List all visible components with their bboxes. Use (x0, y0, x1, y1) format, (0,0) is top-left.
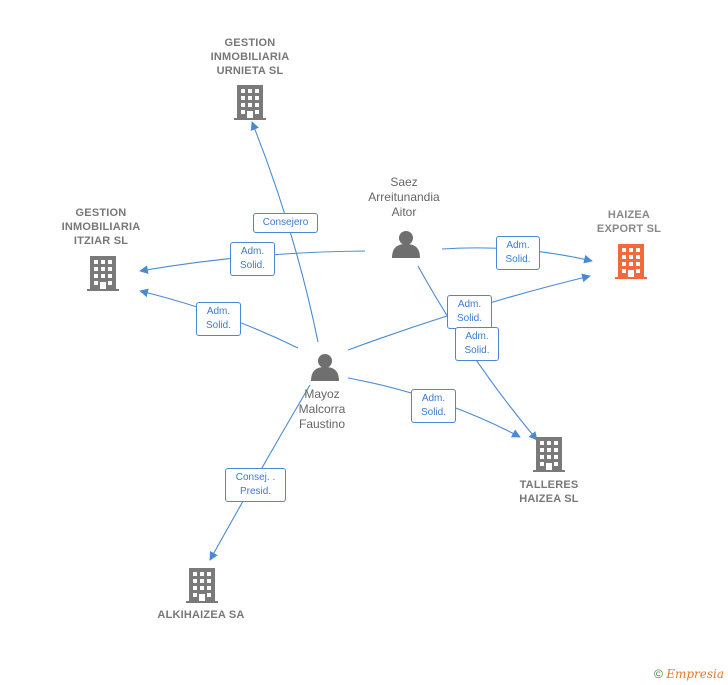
label-line: HAIZEA (607, 209, 651, 221)
edge-label-line: Adm. (465, 331, 489, 342)
node-label-gestion-urnieta[interactable]: GESTION INMOBILIARIA URNIETA SL (195, 36, 305, 78)
edge-label-line: Consejero (262, 217, 309, 228)
label-line: ITZIAR SL (73, 235, 129, 247)
building-icon[interactable] (533, 437, 565, 472)
person-icon[interactable] (392, 231, 420, 258)
label-line: Mayoz (304, 387, 340, 401)
node-label-saez[interactable]: Saez Arreitunandia Aitor (354, 175, 454, 220)
label-line: Aitor (391, 205, 417, 219)
brand-logo[interactable]: Empresia (666, 667, 724, 681)
label-line: ALKIHAIZEA SA (157, 609, 245, 621)
edge-label-line: Solid. (464, 345, 490, 356)
label-line: EXPORT SL (596, 223, 662, 235)
footer-credit: © Empresia (654, 667, 724, 681)
edge-label-line: Adm. (240, 246, 265, 257)
person-icon[interactable] (311, 354, 339, 381)
building-icon[interactable] (186, 568, 218, 603)
label-line: Saez (390, 175, 418, 189)
node-label-gestion-itziar[interactable]: GESTION INMOBILIARIA ITZIAR SL (46, 206, 156, 248)
label-line: INMOBILIARIA (210, 51, 290, 63)
label-line: HAIZEA SL (519, 493, 579, 505)
label-line: TALLERES (519, 479, 579, 491)
edge-label-consejero: Consejero (253, 213, 318, 233)
building-icon[interactable] (615, 244, 647, 279)
edge-label-line: Solid. (420, 407, 446, 418)
edge-label-line: Consej. . (235, 472, 276, 483)
edge-label-line: Solid. (505, 254, 531, 265)
node-label-haizea-export[interactable]: HAIZEA EXPORT SL (579, 208, 679, 236)
copyright-symbol: © (654, 667, 663, 681)
edge-label-line: Adm. (421, 393, 446, 404)
edge-label-adm-solid: Adm. Solid. (411, 389, 456, 423)
building-icon[interactable] (87, 256, 119, 291)
edge-label-line: Presid. (239, 486, 272, 497)
edge-label-line: Adm. (457, 299, 482, 310)
node-label-alkihaizea[interactable]: ALKIHAIZEA SA (141, 608, 261, 622)
node-label-talleres-haizea[interactable]: TALLERES HAIZEA SL (499, 478, 599, 506)
edge-label-adm-solid: Adm. Solid. (496, 236, 540, 270)
edge-label-line: Adm. (506, 240, 530, 251)
edge-label-adm-solid: Adm. Solid. (196, 302, 241, 336)
edge-label-consej-presid: Consej. . Presid. (225, 468, 286, 502)
label-line: Arreitunandia (368, 190, 440, 204)
building-icon[interactable] (234, 85, 266, 120)
edge-label-adm-solid: Adm. Solid. (447, 295, 492, 329)
edge-label-line: Solid. (456, 313, 482, 324)
edge-label-adm-solid: Adm. Solid. (455, 327, 499, 361)
label-line: URNIETA SL (216, 65, 284, 77)
label-line: INMOBILIARIA (61, 221, 141, 233)
edge-label-adm-solid: Adm. Solid. (230, 242, 275, 276)
node-label-mayoz[interactable]: Mayoz Malcorra Faustino (272, 387, 372, 432)
label-line: Malcorra (298, 402, 346, 416)
label-line: GESTION (75, 207, 127, 219)
edge-label-line: Solid. (205, 320, 231, 331)
label-line: Faustino (298, 417, 346, 431)
edge-label-line: Adm. (206, 306, 231, 317)
label-line: GESTION (224, 37, 276, 49)
edge-label-line: Solid. (239, 260, 265, 271)
